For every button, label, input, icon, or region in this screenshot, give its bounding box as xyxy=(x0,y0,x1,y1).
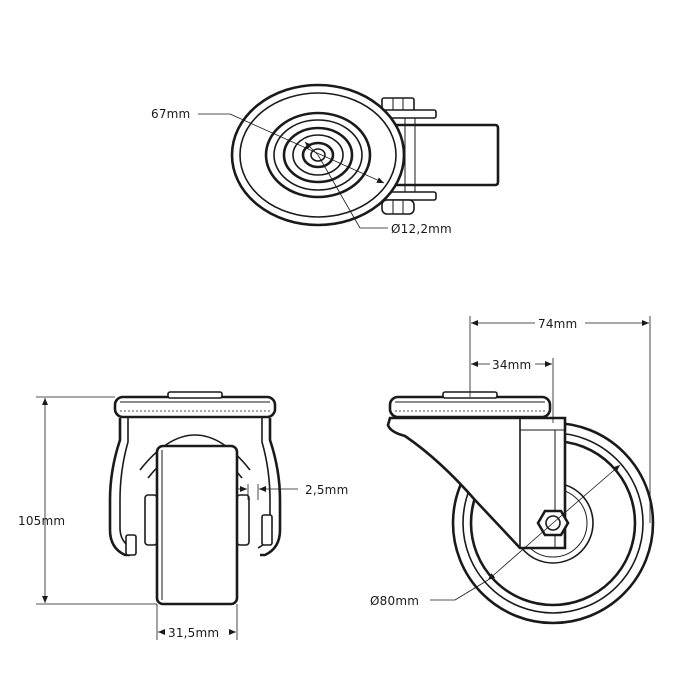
fork-housing-top xyxy=(380,123,500,187)
top-plate-rim xyxy=(239,92,397,218)
plate-ring-5 xyxy=(301,141,335,169)
side-view: Ø80mm 74mm 34mm xyxy=(370,316,655,625)
label-74mm: 74mm xyxy=(538,317,577,331)
leader-bolt-arrow xyxy=(304,141,319,156)
leader-bolt-diag xyxy=(317,154,361,229)
front-bolt-head xyxy=(167,391,223,399)
label-34mm: 34mm xyxy=(492,358,531,372)
front-view: 105mm 2,5mm 31,5mm xyxy=(18,391,348,640)
plate-ring-4 xyxy=(292,134,344,176)
plate-ring-2 xyxy=(273,119,363,191)
dia-80-leader xyxy=(454,579,489,601)
label-67mm: 67mm xyxy=(151,107,190,121)
front-axle-nut-right xyxy=(261,514,273,546)
bolt-hole xyxy=(310,148,326,162)
front-hub-left xyxy=(144,494,158,546)
label-2-5mm: 2,5mm xyxy=(305,483,348,497)
front-hub-right xyxy=(236,494,250,546)
dia-80-arrow-a xyxy=(552,464,621,524)
dia-80-arrow-b xyxy=(487,522,554,581)
plate-ring-3 xyxy=(282,126,354,184)
front-fork-right xyxy=(260,418,282,557)
label-105mm: 105mm xyxy=(18,514,65,528)
front-axle-nut-left xyxy=(125,534,137,556)
front-fork-left-inner xyxy=(119,418,133,549)
side-axle-bolt xyxy=(545,515,561,531)
front-wheel xyxy=(155,444,239,606)
top-view: 67mm Ø12,2mm xyxy=(151,83,500,236)
label-31-5mm: 31,5mm xyxy=(168,626,219,640)
front-top-plate xyxy=(113,395,277,419)
nut-bottom xyxy=(381,199,415,215)
label-80mm: Ø80mm xyxy=(370,594,419,608)
front-fork-left xyxy=(108,418,130,557)
plate-ring-1 xyxy=(264,111,372,199)
label-bolt-diameter: Ø12,2mm xyxy=(391,222,452,236)
side-top-plate xyxy=(388,395,552,419)
